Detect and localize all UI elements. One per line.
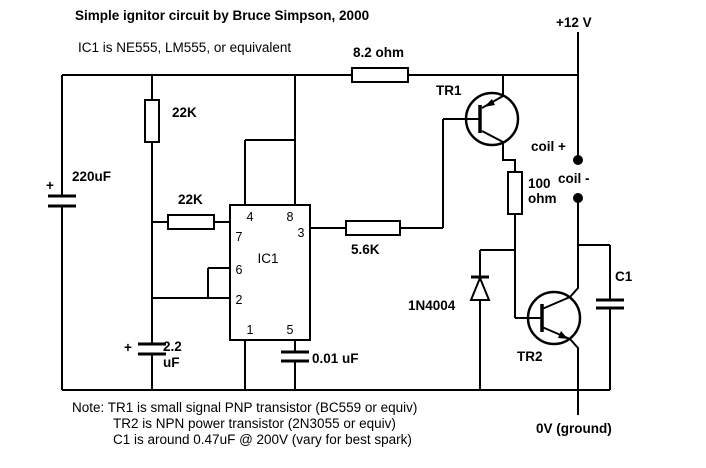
capacitors bbox=[48, 194, 624, 363]
ic-equivalents-note: IC1 is NE555, LM555, or equivalent bbox=[78, 40, 291, 55]
tr2-body bbox=[526, 290, 582, 346]
label-tr2: TR2 bbox=[517, 349, 543, 364]
label-2-2uf-polarity: + bbox=[124, 340, 132, 355]
wire-tr1-collector bbox=[502, 142, 516, 172]
coil-plus-terminal bbox=[573, 155, 583, 165]
ic1-pin2-label: 2 bbox=[236, 293, 243, 307]
label-coil-minus: coil - bbox=[558, 171, 590, 186]
wire-tr2-emitter bbox=[569, 338, 579, 390]
capacitor-220uf bbox=[48, 194, 76, 208]
labels: Simple ignitor circuit by Bruce Simpson,… bbox=[46, 8, 633, 447]
capacitor-0-01uf bbox=[281, 350, 309, 363]
label-coil-plus: coil + bbox=[531, 139, 566, 154]
note-line-3: C1 is around 0.47uF @ 200V (vary for bes… bbox=[113, 432, 412, 447]
label-100-ohm-value: 100 bbox=[528, 176, 551, 191]
label-0v-ground: 0V (ground) bbox=[536, 421, 612, 436]
label-22k-timing: 22K bbox=[178, 192, 203, 207]
tr1-collector-lead bbox=[481, 130, 504, 143]
label-plus-12v: +12 V bbox=[556, 15, 592, 30]
ic1-pin6-label: 6 bbox=[236, 263, 243, 277]
circuit-title: Simple ignitor circuit by Bruce Simpson,… bbox=[75, 8, 369, 23]
ic1-555: IC1 4 8 7 3 6 2 1 5 bbox=[229, 204, 311, 341]
note-line-2: TR2 is NPN power transistor (2N3055 or e… bbox=[113, 416, 396, 431]
resistor-5-6k bbox=[345, 220, 401, 236]
label-220uf-polarity: + bbox=[46, 178, 54, 193]
tr2-collector-lead bbox=[541, 296, 571, 310]
tr1-pnp-arrow bbox=[484, 99, 495, 107]
resistor-22k-timing bbox=[167, 214, 215, 230]
wire-coil-minus bbox=[569, 198, 579, 298]
ic1-pin4-label: 4 bbox=[247, 210, 254, 224]
diode-triangle bbox=[469, 275, 491, 301]
diode-1n4004 bbox=[469, 275, 491, 301]
label-c1: C1 bbox=[615, 269, 633, 284]
ic1-label: IC1 bbox=[257, 251, 278, 266]
label-tr1: TR1 bbox=[436, 83, 462, 98]
ic1-pin3-label: 3 bbox=[298, 226, 305, 240]
tr2-npn-arrow bbox=[558, 331, 568, 339]
capacitor-2-2uf bbox=[138, 342, 166, 356]
ic1-body bbox=[229, 204, 311, 341]
transistor-tr2 bbox=[526, 290, 582, 346]
label-1n4004: 1N4004 bbox=[408, 298, 456, 313]
ic1-pin8-label: 8 bbox=[287, 210, 294, 224]
coil-minus-terminal bbox=[573, 193, 583, 203]
label-2-2uf-unit: uF bbox=[163, 355, 180, 370]
capacitor-c1 bbox=[596, 298, 624, 310]
label-100-ohm-unit: ohm bbox=[528, 191, 557, 206]
transistor-tr1 bbox=[464, 91, 520, 147]
tr1-body bbox=[464, 91, 520, 147]
label-5-6k: 5.6K bbox=[351, 242, 380, 257]
ic1-pin7-label: 7 bbox=[236, 230, 243, 244]
resistor-22k-pullup bbox=[144, 99, 160, 143]
resistor-8-2-ohm bbox=[351, 67, 409, 83]
label-2-2uf-value: 2.2 bbox=[163, 339, 182, 354]
note-line-1: Note: TR1 is small signal PNP transistor… bbox=[72, 400, 417, 415]
ic1-pin1-label: 1 bbox=[247, 323, 254, 337]
label-22k-pullup: 22K bbox=[172, 105, 197, 120]
label-8-2-ohm: 8.2 ohm bbox=[353, 45, 404, 60]
ic1-pin5-label: 5 bbox=[287, 323, 294, 337]
label-0-01uf: 0.01 uF bbox=[312, 351, 359, 366]
resistors bbox=[144, 67, 523, 236]
resistor-100-ohm bbox=[507, 171, 523, 215]
label-220uf: 220uF bbox=[72, 169, 111, 184]
